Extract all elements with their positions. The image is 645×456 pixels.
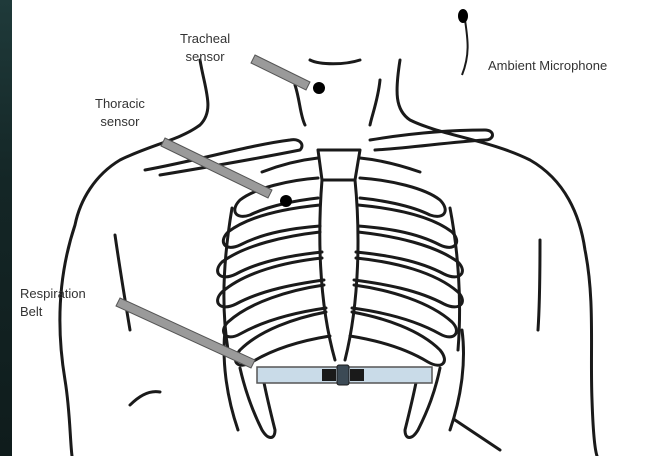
- tracheal-label-line1: Tracheal: [180, 30, 230, 48]
- thoracic-sensor-dot: [280, 195, 292, 207]
- neck-left-line: [295, 85, 305, 125]
- tracheal-label-line2: sensor: [180, 48, 230, 66]
- chin-line: [310, 60, 360, 64]
- tracheal-sensor-dot: [313, 82, 325, 94]
- respiration-label-line1: Respiration: [20, 285, 86, 303]
- thoracic-label-line2: sensor: [95, 113, 145, 131]
- thoracic-label-line1: Thoracic: [95, 95, 145, 113]
- thoracic-sensor-label: Thoracic sensor: [95, 95, 145, 131]
- respiration-belt-label: Respiration Belt: [20, 285, 86, 321]
- tracheal-sensor-label: Tracheal sensor: [180, 30, 230, 66]
- right-clavicle: [370, 130, 493, 150]
- sternum: [318, 150, 360, 180]
- microphone-icon: [458, 9, 468, 75]
- respiration-pointer-arrow: [116, 298, 255, 368]
- respiration-label-line2: Belt: [20, 303, 86, 321]
- left-arm-line: [115, 235, 130, 330]
- neck-right-line: [370, 80, 380, 125]
- tracheal-pointer-arrow: [251, 55, 310, 90]
- sternum-body: [320, 180, 358, 360]
- ambient-microphone-label: Ambient Microphone: [488, 57, 607, 75]
- right-shoulder-outline: [397, 60, 597, 456]
- respiration-belt: [257, 365, 432, 385]
- right-arm-line: [538, 240, 540, 330]
